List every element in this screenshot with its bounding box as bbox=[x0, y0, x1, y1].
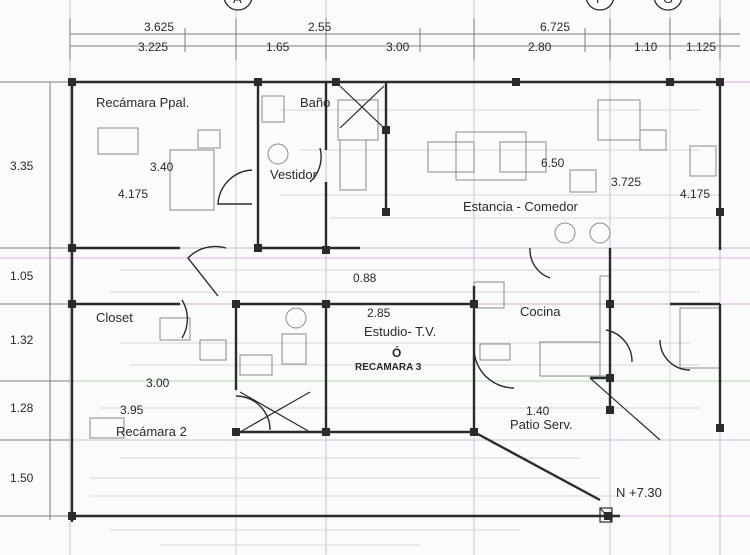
door-swings bbox=[181, 147, 691, 431]
top-dim-1: 3.625 bbox=[144, 20, 175, 34]
left-dim-4: 1.28 bbox=[10, 401, 34, 415]
room-label-living-dining: Estancia - Comedor bbox=[463, 199, 578, 214]
left-dim-3: 1.32 bbox=[10, 333, 34, 347]
top-dim-row2-1: 3.225 bbox=[138, 40, 169, 54]
room-label-master-bedroom: Recámara Ppal. bbox=[96, 95, 190, 110]
stair-marks bbox=[239, 85, 661, 441]
left-dim-2: 1.05 bbox=[10, 269, 34, 283]
interior-dim-1-40: 1.40 bbox=[526, 404, 550, 418]
column-markers bbox=[68, 78, 724, 520]
top-dimension-lines bbox=[69, 18, 740, 60]
level-marker-label: N +7.30 bbox=[616, 485, 662, 500]
grid-marker-a: A bbox=[233, 0, 242, 5]
fixtures bbox=[89, 95, 721, 439]
walls bbox=[70, 80, 722, 522]
interior-dim-2-85: 2.85 bbox=[367, 306, 391, 320]
left-dimension-lines bbox=[0, 81, 70, 520]
room-label-study: Estudio- T.V. bbox=[364, 324, 437, 339]
left-dim-5: 1.50 bbox=[10, 471, 34, 485]
background-texture bbox=[90, 109, 720, 546]
room-label-bedroom-2: Recámara 2 bbox=[116, 424, 187, 439]
top-dim-2: 2.55 bbox=[308, 20, 332, 34]
grid-marker-g-circle bbox=[653, 0, 683, 11]
grid-marker-g: G bbox=[663, 0, 673, 5]
top-dim-3: 6.725 bbox=[540, 20, 571, 34]
interior-dim-6-50: 6.50 bbox=[541, 156, 565, 170]
left-dim-1: 3.35 bbox=[10, 159, 34, 173]
room-label-bathroom: Baño bbox=[300, 95, 331, 110]
room-label-closet: Closet bbox=[96, 310, 133, 325]
grid-marker-circles bbox=[223, 0, 683, 11]
room-label-kitchen: Cocina bbox=[520, 304, 561, 319]
interior-dim-3-00: 3.00 bbox=[146, 376, 170, 390]
interior-dim-3-95: 3.95 bbox=[120, 403, 144, 417]
top-dim-row2-3: 3.00 bbox=[386, 40, 410, 54]
interior-dim-0-88: 0.88 bbox=[353, 271, 377, 285]
room-label-dressing: Vestidor bbox=[270, 167, 317, 182]
interior-dim-4-175-left: 4.175 bbox=[118, 187, 149, 201]
grid-marker-f: F bbox=[596, 0, 604, 5]
grid-marker-f-circle bbox=[585, 0, 615, 11]
top-dim-row2-2: 1.65 bbox=[266, 40, 290, 54]
grid-marker-a-circle bbox=[223, 0, 253, 11]
room-label-service-patio: Patio Serv. bbox=[510, 417, 573, 432]
interior-dim-3-40: 3.40 bbox=[150, 160, 174, 174]
room-label-study-or: Ó bbox=[392, 346, 402, 360]
top-dim-row2-5: 1.10 bbox=[634, 40, 658, 54]
interior-dim-4-175-right: 4.175 bbox=[680, 187, 711, 201]
room-label-study-alt: RECAMARA 3 bbox=[355, 362, 422, 373]
top-dim-row2-6: 1.125 bbox=[686, 40, 717, 54]
top-dim-row2-4: 2.80 bbox=[528, 40, 552, 54]
level-marker-symbol bbox=[599, 507, 613, 523]
interior-dim-3-725: 3.725 bbox=[611, 175, 642, 189]
